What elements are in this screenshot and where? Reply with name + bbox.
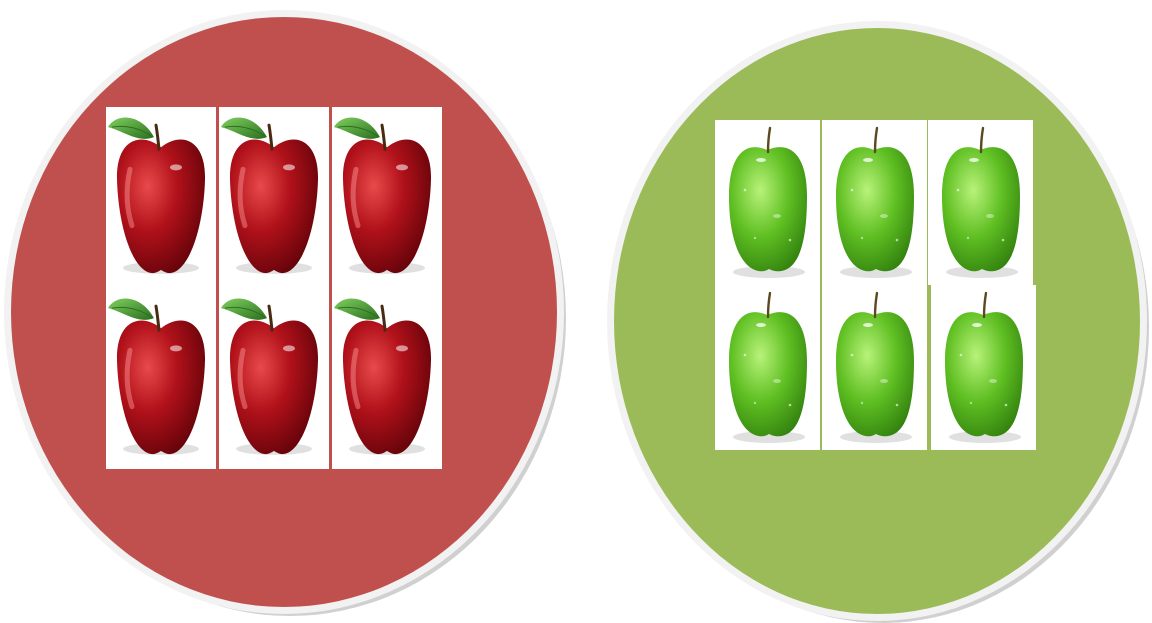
green-apple-icon bbox=[715, 285, 820, 450]
red-apple-icon bbox=[332, 107, 442, 288]
green-apple-icon bbox=[931, 285, 1036, 450]
red-apple-icon bbox=[332, 288, 442, 469]
red-apple-icon bbox=[106, 107, 216, 288]
green-apple-icon bbox=[928, 120, 1033, 285]
red-apple-icon bbox=[219, 288, 329, 469]
red-apple-icon bbox=[106, 288, 216, 469]
green-apple-icon bbox=[715, 120, 820, 285]
green-apple-icon bbox=[822, 285, 927, 450]
green-apple-icon bbox=[822, 120, 927, 285]
red-apple-icon bbox=[219, 107, 329, 288]
